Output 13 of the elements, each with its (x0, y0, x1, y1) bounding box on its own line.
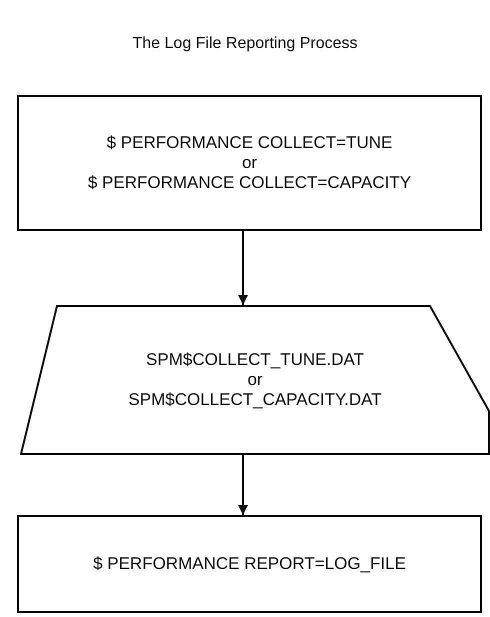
diagram-title: The Log File Reporting Process (132, 35, 358, 53)
process-box (17, 515, 482, 613)
arrow (238, 455, 248, 515)
node-text: or (242, 153, 258, 173)
node-text: SPM$COLLECT_TUNE.DAT (146, 350, 364, 370)
data-parallelogram (20, 305, 490, 455)
node-text: $ PERFORMANCE COLLECT=CAPACITY (88, 173, 412, 193)
arrow (238, 231, 248, 305)
node-text: $ PERFORMANCE COLLECT=TUNE (106, 133, 392, 153)
process-box (17, 95, 482, 231)
node-text: or (247, 370, 263, 390)
node-text: $ PERFORMANCE REPORT=LOG_FILE (93, 554, 406, 574)
node-text: SPM$COLLECT_CAPACITY.DAT (128, 390, 382, 410)
